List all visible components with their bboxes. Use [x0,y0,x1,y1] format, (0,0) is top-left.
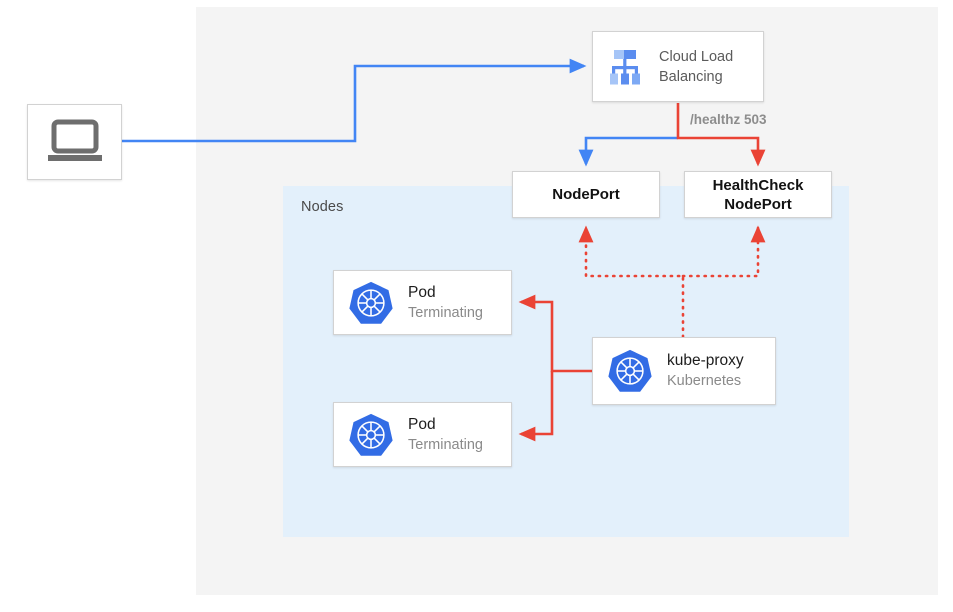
pod-bottom-text: Pod Terminating [408,415,483,455]
clb-label-line1: Cloud Load [659,48,734,65]
pod-top-status: Terminating [408,304,483,321]
pod-top-text: Pod Terminating [408,283,483,323]
pod-top-title: Pod [408,283,436,301]
laptop-icon [47,119,102,161]
pod-terminating-bottom[interactable]: Pod Terminating [333,402,512,467]
kube-proxy-node[interactable]: kube-proxy Kubernetes [592,337,776,405]
kubernetes-icon [349,281,393,324]
nodeport-label: NodePort [552,186,620,203]
pod-bottom-title: Pod [408,415,436,433]
nodeport-node[interactable]: NodePort [512,171,660,218]
client-node[interactable] [27,104,122,180]
healthcheck-nodeport-label-line1: HealthCheck [712,176,804,194]
pod-bottom-status: Terminating [408,436,483,453]
clb-label-line2: Balancing [659,68,723,85]
healthcheck-nodeport-node[interactable]: HealthCheck NodePort [684,171,832,218]
pod-terminating-top[interactable]: Pod Terminating [333,270,512,335]
kube-proxy-text: kube-proxy Kubernetes [667,351,744,391]
cloud-load-balancing-icon [610,49,640,84]
kube-proxy-title: kube-proxy [667,352,744,369]
healthcheck-nodeport-label-line2: NodePort [724,195,792,213]
kubernetes-icon [349,413,393,456]
kubernetes-icon [608,349,652,392]
healthz-edge-label: /healthz 503 [690,112,767,127]
cloud-load-balancing-node[interactable]: Cloud Load Balancing [592,31,764,102]
kube-proxy-subtitle: Kubernetes [667,373,742,389]
nodes-panel-label: Nodes [301,199,344,215]
healthcheck-nodeport-label: HealthCheck NodePort [713,176,804,214]
cloud-load-balancing-label: Cloud Load Balancing [659,47,733,87]
